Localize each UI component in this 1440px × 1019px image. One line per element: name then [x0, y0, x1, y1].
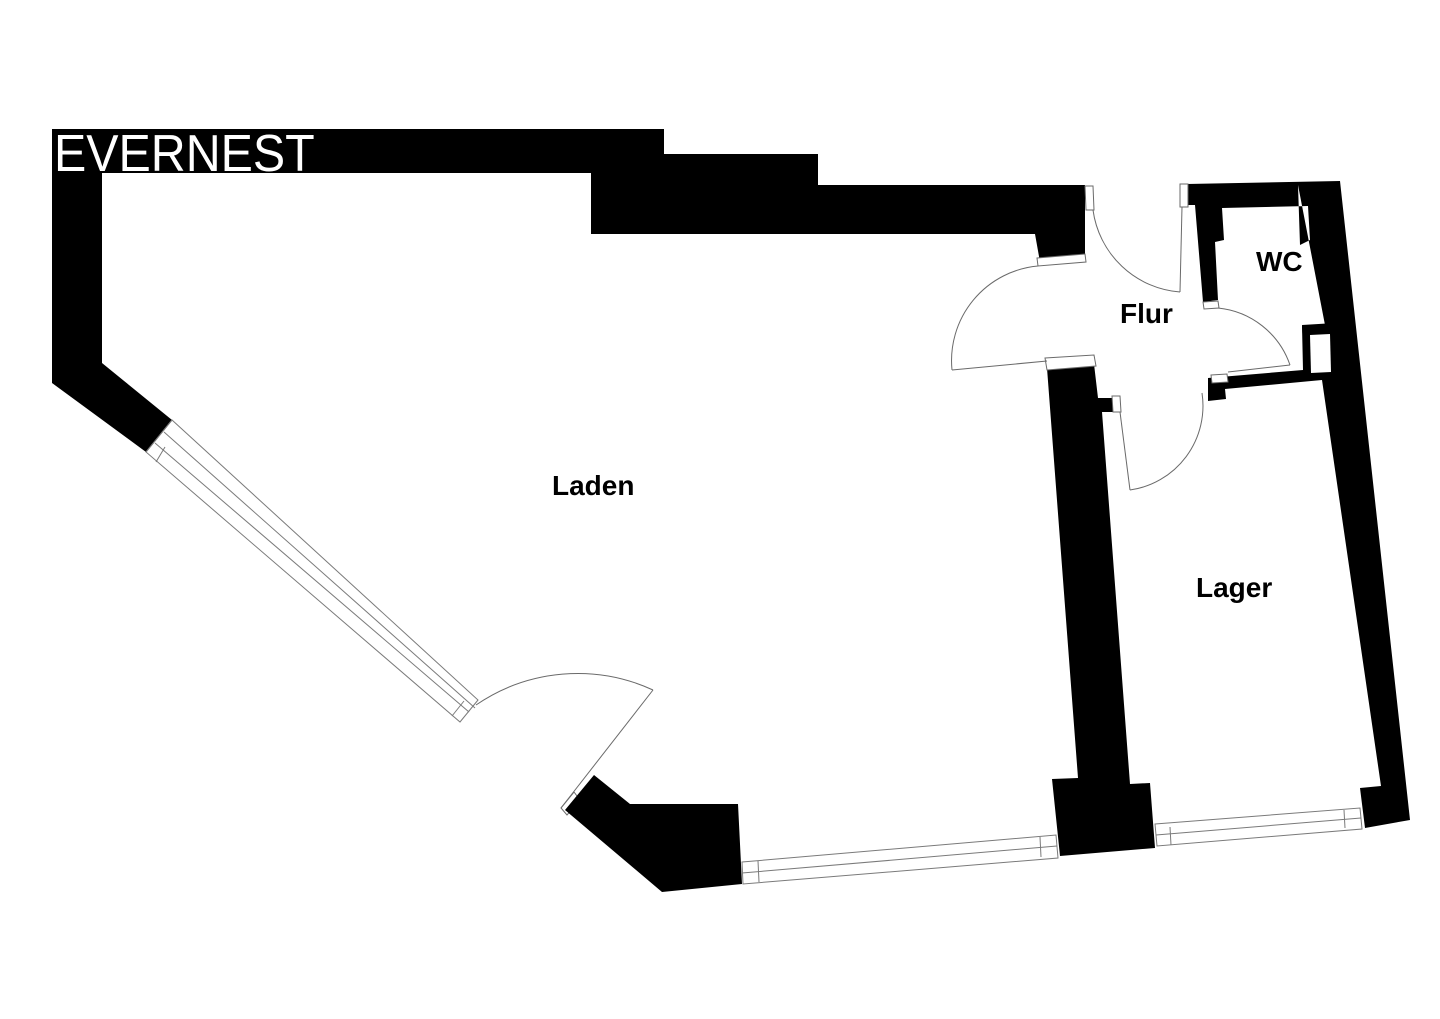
wc-door[interactable] — [1202, 300, 1291, 384]
room-label-lager: Lager — [1196, 572, 1273, 603]
flur-outer-door[interactable] — [1084, 183, 1189, 293]
wall-right — [1187, 181, 1410, 828]
room-label-flur: Flur — [1120, 298, 1173, 329]
lager-door[interactable] — [1119, 392, 1204, 491]
laden-front-window — [741, 834, 1059, 885]
wc-shaft-inner — [1310, 334, 1331, 373]
laden-flur-door[interactable] — [951, 253, 1087, 371]
diagonal-storefront-window — [145, 419, 479, 723]
entrance-door[interactable] — [475, 673, 654, 816]
divider-side-jamb — [1111, 395, 1122, 413]
wall-top-left — [52, 129, 1085, 452]
wall-bottom-left — [565, 775, 742, 892]
lager-front-window — [1154, 807, 1363, 847]
room-label-laden: Laden — [552, 470, 635, 501]
brand-logo: EVERNEST — [54, 125, 315, 183]
room-label-wc: WC — [1256, 246, 1303, 277]
divider-jamb — [1044, 354, 1097, 371]
wall-divider — [1047, 364, 1155, 856]
